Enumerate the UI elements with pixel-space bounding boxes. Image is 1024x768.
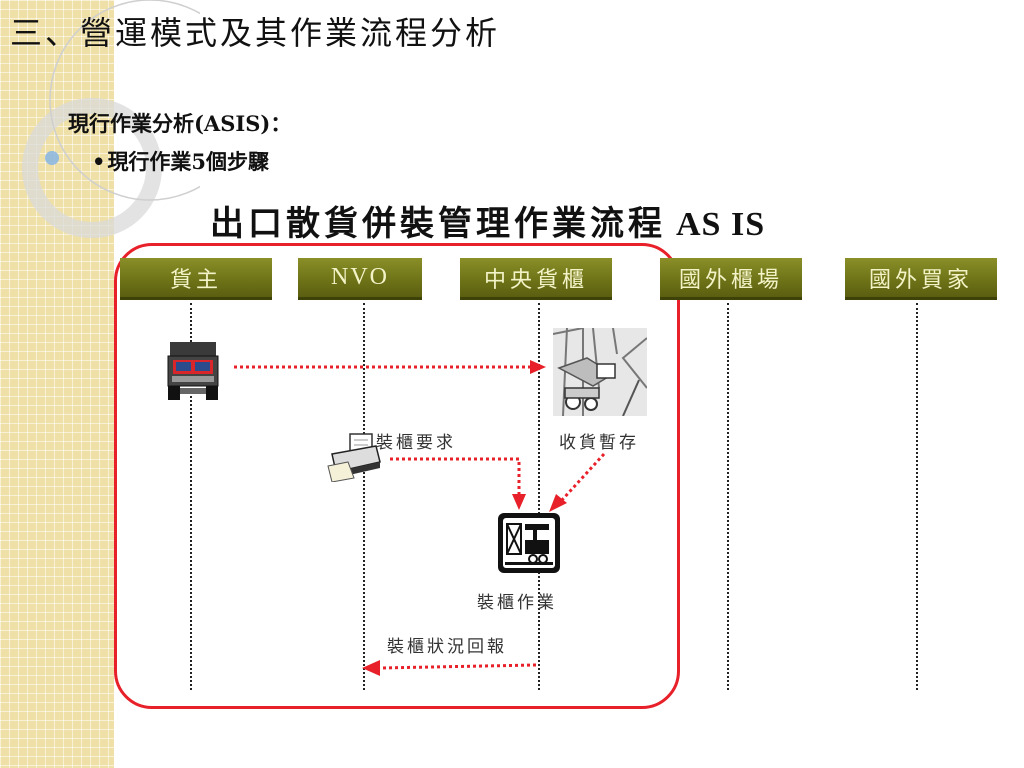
diagram-title: 出口散貨併裝管理作業流程 AS IS — [210, 196, 765, 245]
lane-header-shipper: 貨主 — [120, 258, 272, 300]
diagram-title-main: 出口散貨併裝管理作業流程 — [210, 204, 666, 244]
highlight-region — [114, 243, 680, 709]
bullet-item: •現行作業5個步驟 — [92, 146, 269, 176]
step-label-report: 裝櫃狀況回報 — [387, 637, 507, 657]
decorative-circles — [22, 0, 200, 238]
lane-header-foreign-yard: 國外櫃場 — [660, 258, 802, 300]
lifeline-nvo — [363, 303, 365, 690]
lifeline-foreign-yard — [727, 303, 729, 690]
lifeline-shipper — [190, 303, 192, 690]
lifeline-central-container — [538, 303, 540, 690]
warehouse-icon — [553, 328, 647, 416]
container-loading-icon — [498, 513, 560, 573]
bullet-text: 現行作業5個步驟 — [107, 149, 270, 174]
lane-header-central-container: 中央貨櫃 — [460, 258, 612, 300]
lifeline-foreign-buyer — [916, 303, 918, 690]
step-label-request: 裝櫃要求 — [376, 433, 456, 453]
step-label-loading: 裝櫃作業 — [477, 593, 557, 613]
lane-header-foreign-buyer: 國外買家 — [845, 258, 997, 300]
diagram-title-suffix: AS IS — [676, 206, 766, 243]
printer-icon — [327, 433, 381, 482]
step-label-receive: 收貨暫存 — [559, 433, 639, 453]
bullet-marker: • — [92, 149, 106, 174]
lane-header-nvo: NVO — [298, 258, 422, 300]
sidebar-decoration — [0, 0, 114, 768]
slide-title: 三、營運模式及其作業流程分析 — [10, 14, 501, 52]
section-subtitle: 現行作業分析(ASIS)： — [68, 111, 292, 136]
truck-icon — [167, 342, 219, 400]
